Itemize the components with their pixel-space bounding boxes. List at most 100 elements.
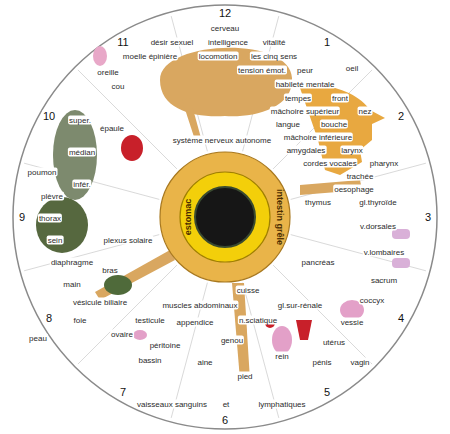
organ-label: rein <box>274 352 289 361</box>
organ-label: désir sexuel <box>150 38 195 47</box>
organ-label: oeil <box>345 64 359 73</box>
clock-number: 4 <box>397 312 405 324</box>
organ-label: nez <box>358 107 373 116</box>
pupil <box>195 187 255 247</box>
organ-label: genou <box>220 336 244 345</box>
organ-label: v.dorsales <box>359 222 397 231</box>
clock-number: 2 <box>397 110 405 122</box>
thorax-shape <box>36 197 88 253</box>
clock-number: 8 <box>45 312 53 324</box>
organ-label: cou <box>111 82 126 91</box>
clock-number: 11 <box>116 36 129 48</box>
sector-line <box>291 163 426 199</box>
organ-label: plexus solaire <box>103 236 154 245</box>
organ-label: front <box>331 94 349 103</box>
organ-label: bassin <box>137 356 162 365</box>
kidney-shape <box>272 326 292 354</box>
organ-label: utérus <box>322 338 346 347</box>
clock-number: 7 <box>119 386 127 398</box>
lung-shape <box>53 110 97 200</box>
liver-shape <box>104 275 132 295</box>
vertebra-shape <box>392 258 410 268</box>
ring-fill <box>160 152 290 282</box>
organ-label: vitalité <box>262 38 287 47</box>
organ-title: estomac <box>183 199 193 236</box>
clock-number: 12 <box>218 7 232 19</box>
organ-label: cerveau <box>210 24 240 33</box>
ear-shape <box>93 46 107 66</box>
organ-label: pénis <box>311 358 332 367</box>
sector-lines <box>24 16 426 418</box>
organ-label: vaisseaux sanguins <box>136 400 208 409</box>
organ-label: péritoine <box>149 341 182 350</box>
uterus-shape <box>296 320 312 340</box>
organ-label: muscles abdominaux <box>161 301 238 310</box>
vertebra-shape <box>392 229 410 239</box>
organ-label: mâchoire supérieur <box>270 107 340 116</box>
organ-label: tension émot. <box>237 66 287 75</box>
organ-label: habileté mentale <box>275 80 336 89</box>
organ-label: intelligence <box>207 38 249 47</box>
clock-number: 6 <box>221 414 229 426</box>
organ-label: épaule <box>99 124 125 133</box>
iris-outline <box>13 5 437 429</box>
organ-label: aine <box>196 358 213 367</box>
organ-label: tempes <box>284 94 312 103</box>
organ-label: système nerveux autonome <box>172 136 272 145</box>
organ-label: coccyx <box>359 296 385 305</box>
organ-label: gl.sur-rénale <box>277 301 323 310</box>
organ-label: langue <box>275 120 301 129</box>
organ-label: foie <box>73 316 88 325</box>
organ-label: cordes vocales <box>302 159 357 168</box>
heart-shape <box>121 135 143 161</box>
organ-label: et <box>222 400 231 409</box>
organ-label: moelle épinière <box>122 52 178 61</box>
ovary-shape <box>133 330 147 340</box>
organ-label: pancréas <box>301 258 336 267</box>
organ-label: vagin <box>349 358 370 367</box>
organ-label: super. <box>68 116 92 125</box>
spine-shape <box>182 98 201 140</box>
organ-label: n.sciatique <box>238 316 278 325</box>
organ-label: bras <box>101 266 119 275</box>
clock-number: 3 <box>424 211 432 223</box>
organ-label: pied <box>236 372 253 381</box>
clock-number: 10 <box>42 110 56 122</box>
clock-number: 1 <box>323 36 331 48</box>
leg-shape <box>232 283 250 380</box>
sector-line <box>291 235 426 271</box>
organ-title: intestin grêle <box>275 189 285 245</box>
organ-label: poumon <box>27 168 58 177</box>
organ-label: peau <box>28 334 48 343</box>
organ-label: gl.thyroïde <box>358 198 397 207</box>
organ-label: locomotion <box>198 52 239 61</box>
organ-label: sein <box>47 236 64 245</box>
organ-label: thorax <box>38 214 62 223</box>
stomach-ring: estomac <box>179 171 271 263</box>
ring-fill <box>180 172 270 262</box>
organ-label: cuisse <box>236 286 261 295</box>
organ-label: pharynx <box>369 159 399 168</box>
clock-number: 9 <box>18 211 26 223</box>
organ-label: trachée <box>346 172 375 181</box>
organ-label: main <box>62 280 81 289</box>
organ-label: peur <box>296 66 314 75</box>
organ-label: thymus <box>304 198 332 207</box>
organ-label: mâchoire inférieure <box>283 133 353 142</box>
organ-label: larynx <box>340 146 363 155</box>
clock-number: 5 <box>323 386 331 398</box>
organ-label: vésicule biliaire <box>72 298 128 307</box>
organ-label: plèvre <box>40 192 64 201</box>
organ-label: bouche <box>320 120 348 129</box>
intestine-ring: estomac intestin grêle <box>159 151 291 283</box>
organ-label: oreille <box>96 68 119 77</box>
organ-label: les cinq sens <box>250 52 298 61</box>
organ-label: vessie <box>340 318 365 327</box>
organ-label: v.lombaires <box>363 248 405 257</box>
organ-label: sacrum <box>370 276 398 285</box>
organ-label: appendice <box>176 318 215 327</box>
organ-label: diaphragme <box>50 258 94 267</box>
organ-label: ovaire <box>110 330 134 339</box>
organ-label: amygdales <box>286 146 327 155</box>
